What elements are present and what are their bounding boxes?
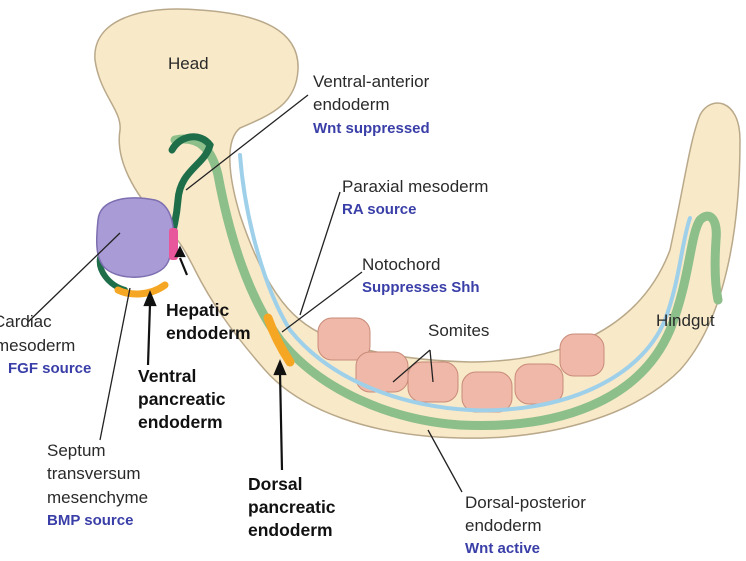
somite (515, 364, 563, 404)
label-notochord: Notochord (362, 254, 440, 275)
label-dorsal-pancreatic-2: pancreatic (248, 497, 336, 518)
label-bmp-source: BMP source (47, 510, 133, 531)
label-cardiac-1: Cardiac (0, 311, 52, 332)
label-ra-source: RA source (342, 199, 416, 220)
label-septum-3: mesenchyme (47, 487, 148, 508)
label-hepatic-2: endoderm (166, 323, 251, 344)
leader-line (300, 192, 340, 315)
label-ventral-pancreatic-1: Ventral (138, 366, 196, 387)
label-cardiac-2: mesoderm (0, 335, 75, 356)
label-dorsal-pancreatic-1: Dorsal (248, 474, 302, 495)
label-ventral-anterior-1: Ventral-anterior (313, 71, 429, 92)
label-paraxial-mesoderm: Paraxial mesoderm (342, 176, 488, 197)
ventral-pancreatic-bud (118, 285, 165, 294)
somite (318, 318, 370, 360)
label-dorsal-pancreatic-3: endoderm (248, 520, 333, 541)
label-septum-1: Septum (47, 440, 106, 461)
label-ventral-anterior-2: endoderm (313, 94, 390, 115)
cardiac-mesoderm (97, 198, 174, 277)
label-somites: Somites (428, 320, 489, 341)
label-fgf-source: FGF source (8, 358, 91, 379)
label-hepatic-1: Hepatic (166, 300, 229, 321)
label-head: Head (168, 53, 209, 74)
label-suppresses-shh: Suppresses Shh (362, 277, 480, 298)
label-wnt-suppressed: Wnt suppressed (313, 118, 430, 139)
label-ventral-pancreatic-2: pancreatic (138, 389, 226, 410)
arrow-ventral-pancreatic (148, 304, 150, 365)
leader-line (428, 430, 462, 492)
label-ventral-pancreatic-3: endoderm (138, 412, 223, 433)
label-dorsal-posterior-2: endoderm (465, 515, 542, 536)
label-hindgut: Hindgut (656, 310, 715, 331)
label-dorsal-posterior-1: Dorsal-posterior (465, 492, 586, 513)
somite (560, 334, 604, 376)
label-wnt-active: Wnt active (465, 538, 540, 559)
label-septum-2: transversum (47, 463, 141, 484)
somite (462, 372, 512, 412)
leader-line (100, 288, 130, 440)
arrow-hepatic (180, 258, 187, 275)
